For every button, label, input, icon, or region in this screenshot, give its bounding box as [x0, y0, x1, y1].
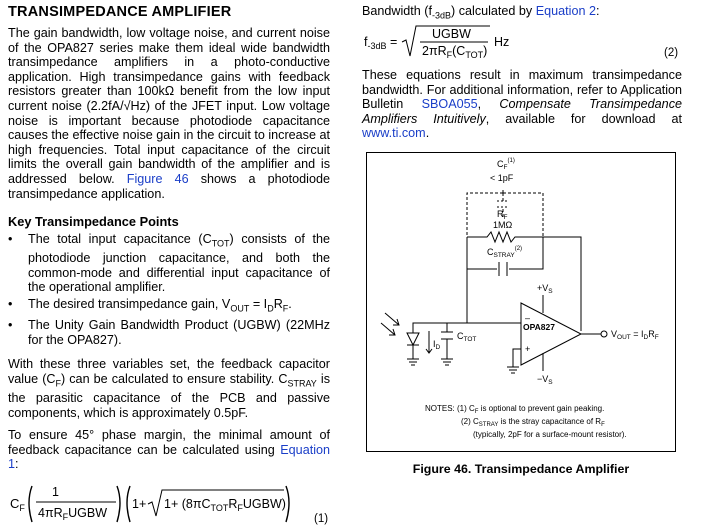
- eq1-den: 4πRFUGBW: [38, 506, 107, 522]
- cstray-label: CSTRAY(2): [487, 246, 522, 259]
- equation-2: f-3dB = UGBW 2πRF(CTOT) Hz (2): [364, 25, 678, 60]
- equation-2-link[interactable]: Equation 2: [535, 4, 596, 18]
- cf-value: < 1pF: [490, 173, 514, 183]
- eq1-num: 1: [52, 485, 59, 499]
- vplus-label: +VS: [537, 283, 553, 295]
- eq2-den: 2πRF(CTOT): [422, 44, 487, 60]
- cf-label: CF(1): [497, 158, 515, 171]
- ti-url-link[interactable]: www.ti.com: [362, 126, 426, 141]
- vminus-label: −VS: [537, 374, 553, 386]
- sboa055-link[interactable]: SBOA055: [421, 97, 478, 112]
- references-paragraph: These equations result in maximum transi…: [362, 68, 683, 141]
- section-title: TRANSIMPEDANCE AMPLIFIER: [8, 4, 232, 20]
- rf-value: 1MΩ: [493, 220, 513, 230]
- eq2-unit: Hz: [494, 35, 509, 49]
- figure-46-box: CF(1) < 1pF RF 1MΩ CSTRAY(2) +VS −VS OPA…: [366, 152, 676, 452]
- rf-label: RF: [497, 209, 508, 221]
- inv-sign: –: [525, 313, 530, 323]
- right-column: Bandwidth (f-3dB) calculated by Equation…: [362, 4, 682, 23]
- noninv-sign: +: [525, 344, 530, 354]
- id-label: ID: [433, 339, 441, 351]
- ctot-label: CTOT: [457, 331, 476, 343]
- left-column: TRANSIMPEDANCE AMPLIFIER The gain bandwi…: [8, 4, 330, 472]
- notes-line-1: NOTES: (1) CF is optional to prevent gai…: [425, 404, 604, 415]
- intro-paragraph: The gain bandwidth, low voltage noise, a…: [8, 26, 330, 201]
- eq1-lhs: CF: [10, 496, 25, 513]
- notes-line-3: (typically, 2pF for a surface-mount resi…: [473, 430, 627, 439]
- eq1-label: (1): [314, 513, 328, 525]
- list-item: •The total input capacitance (CTOT) cons…: [8, 232, 330, 295]
- list-item: •The Unity Gain Bandwidth Product (UGBW)…: [8, 318, 330, 347]
- eq2-label: (2): [664, 47, 678, 59]
- equation-1: CF 1 4πRFUGBW 1+ 1+ (8πCTOTRFUGBW) (1): [10, 485, 328, 525]
- capacitor-paragraph: With these three variables set, the feed…: [8, 357, 330, 420]
- phase-margin-paragraph: To ensure 45° phase margin, the minimal …: [8, 428, 330, 472]
- vout-label: VOUT = IDRF: [611, 329, 659, 341]
- eq1-sqrt: 1+ (8πCTOTRFUGBW): [164, 497, 286, 513]
- equation-1-link[interactable]: Equation 1: [8, 442, 330, 472]
- figure-caption: Figure 46. Transimpedance Amplifier: [412, 462, 630, 476]
- figure-46-link[interactable]: Figure 46: [126, 171, 189, 186]
- transimpedance-schematic: CF(1) < 1pF RF 1MΩ CSTRAY(2) +VS −VS OPA…: [380, 158, 659, 439]
- key-points-title: Key Transimpedance Points: [8, 214, 179, 230]
- list-item: •The desired transimpedance gain, VOUT =…: [8, 297, 292, 314]
- eq2-num: UGBW: [432, 27, 471, 41]
- eq2-lhs: f-3dB =: [364, 35, 397, 51]
- opamp-label: OPA827: [523, 322, 555, 332]
- notes-line-2: (2) CSTRAY is the stray capacitance of R…: [461, 417, 605, 428]
- bandwidth-line: Bandwidth (f-3dB) calculated by Equation…: [362, 4, 600, 21]
- svg-text:1+: 1+: [132, 497, 146, 511]
- key-points-list: •The total input capacitance (CTOT) cons…: [8, 232, 330, 347]
